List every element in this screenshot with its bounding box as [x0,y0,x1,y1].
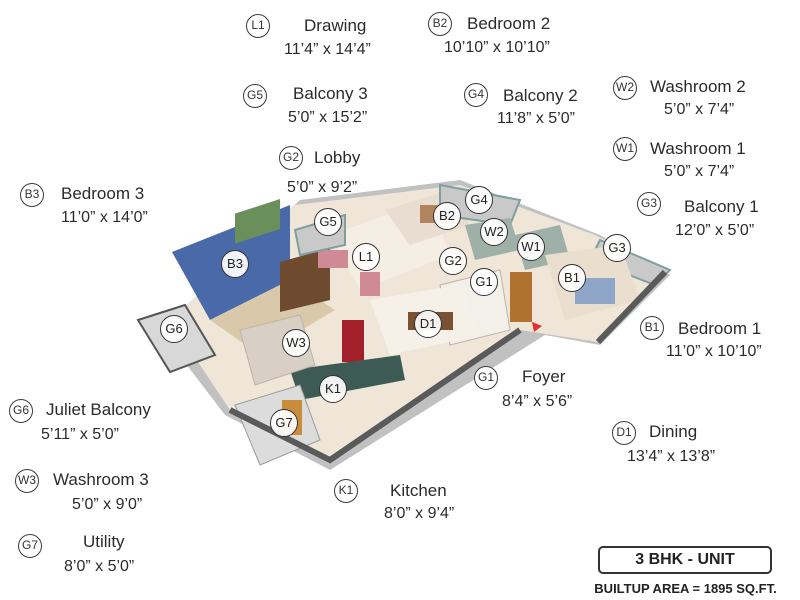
legend-w2-name: Washroom 2 [650,77,746,96]
plan-marker-g6: G6 [160,315,188,343]
plan-marker-b2: B2 [433,202,461,230]
legend-g5-badge: G5 [243,84,267,108]
sofa [318,250,348,268]
plan-marker-b1: B1 [558,264,586,292]
legend-k1-dims: 8’0” x 9’4” [384,505,455,522]
plan-marker-g5: G5 [314,208,342,236]
legend-b3-dims: 11’0” x 14’0” [61,209,148,226]
entry-arrow-icon [532,322,542,332]
plan-marker-b3: B3 [221,250,249,278]
legend-b3-badge: B3 [20,183,44,207]
legend-d1-badge: D1 [612,421,636,445]
bedroom3-bed [235,199,280,244]
main-door [510,272,532,322]
legend-l1-dims: 11’4” x 14’4” [284,41,371,58]
legend-l1-badge: L1 [246,14,270,38]
plan-marker-d1: D1 [414,310,442,338]
plan-marker-g1: G1 [470,268,498,296]
legend-g1-name: Foyer [522,367,566,386]
legend-g6-name: Juliet Balcony [46,400,151,419]
legend-w1-badge: W1 [613,137,637,161]
legend-w3-dims: 5’0” x 9’0” [72,496,143,513]
legend-l1-name: Drawing [304,16,367,35]
legend-g7-dims: 8’0” x 5’0” [64,558,135,575]
plan-marker-g7: G7 [270,409,298,437]
outer-wall-edge-2 [595,269,668,345]
sofa-2 [360,272,380,296]
legend-g2-badge: G2 [279,146,303,170]
plan-marker-l1: L1 [352,243,380,271]
legend-w3-badge: W3 [15,469,39,493]
plan-marker-g3: G3 [603,234,631,262]
legend-k1-name: Kitchen [390,481,447,500]
plan-marker-g2: G2 [439,247,467,275]
legend-g4-badge: G4 [464,83,488,107]
unit-type-box: 3 BHK - UNIT [598,546,772,574]
legend-k1-badge: K1 [334,479,358,503]
legend-g3-name: Balcony 1 [684,197,759,216]
legend-g5-name: Balcony 3 [293,84,368,103]
legend-g7-badge: G7 [18,534,42,558]
legend-b2-name: Bedroom 2 [467,14,551,33]
plan-marker-w3: W3 [282,329,310,357]
plan-marker-g4: G4 [465,186,493,214]
legend-b1-name: Bedroom 1 [678,319,762,338]
legend-g2-dims: 5’0” x 9’2” [287,179,358,196]
legend-w2-dims: 5’0” x 7’4” [664,101,735,118]
legend-d1-dims: 13’4” x 13’8” [627,448,716,465]
legend-b1-badge: B1 [640,316,664,340]
legend-w1-name: Washroom 1 [650,139,746,158]
legend-g3-badge: G3 [637,192,661,216]
legend-g4-name: Balcony 2 [503,86,578,105]
legend-g6-badge: G6 [9,399,33,423]
legend-b2-dims: 10’10” x 10’10” [444,39,550,56]
legend-g2-name: Lobby [314,148,361,167]
legend-g3-dims: 12’0” x 5’0” [675,222,755,239]
kitchen-counter [290,355,405,400]
plan-marker-k1: K1 [319,375,347,403]
legend-g1-badge: G1 [474,366,498,390]
legend-w1-dims: 5’0” x 7’4” [664,163,735,180]
legend-w2-badge: W2 [613,76,637,100]
legend-g1-dims: 8’4” x 5’6” [502,393,573,410]
legend-b2-badge: B2 [428,12,452,36]
legend-g5-dims: 5’0” x 15’2” [288,109,368,126]
legend-g7-name: Utility [83,532,125,551]
legend-g4-dims: 11’8” x 5’0” [497,110,575,127]
plan-marker-w1: W1 [517,233,545,261]
legend-w3-name: Washroom 3 [53,470,149,489]
legend-d1-name: Dining [649,422,698,441]
legend-g6-dims: 5’11” x 5’0” [41,426,119,443]
fridge [342,320,364,362]
legend-b1-dims: 11’0” x 10’10” [666,343,762,360]
plan-marker-w2: W2 [480,218,508,246]
wardrobe [280,248,330,312]
outer-wall-edge [228,327,522,464]
builtup-area-text: BUILTUP AREA = 1895 SQ.FT. [594,581,777,596]
legend-b3-name: Bedroom 3 [61,184,145,203]
